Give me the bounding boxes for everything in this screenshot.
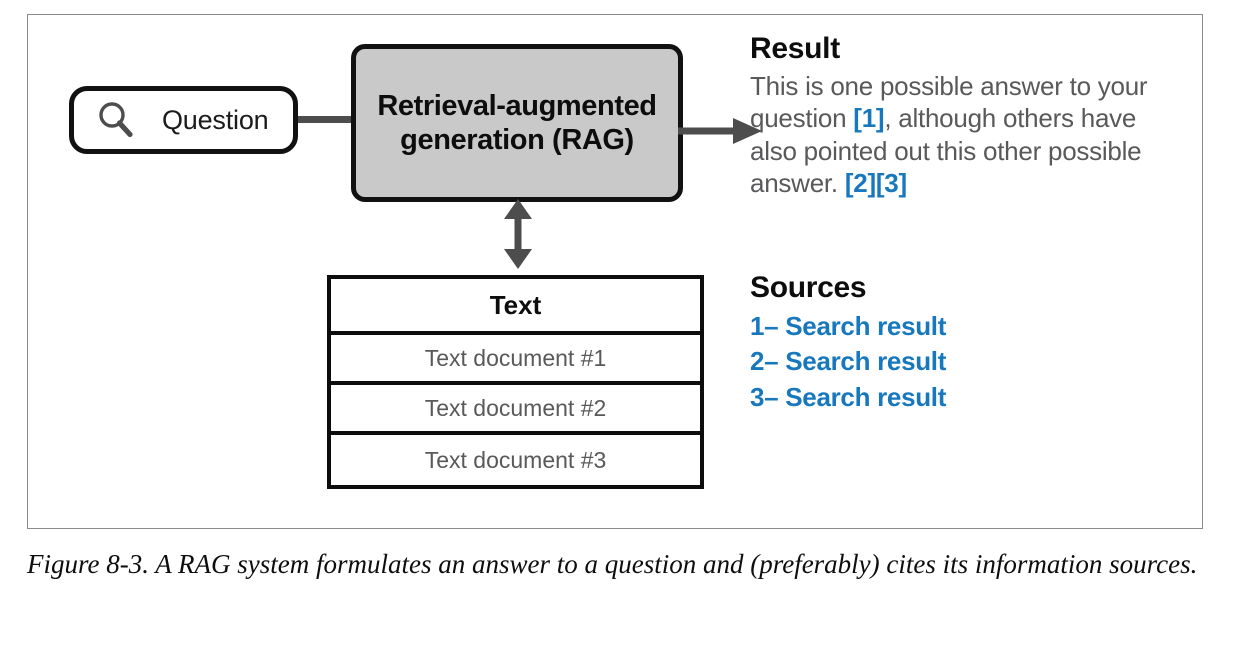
sources-list: 1– Search result 2– Search result 3– Sea… [750,309,1180,417]
table-row: Text document #2 [331,385,700,435]
result-answer-text: This is one possible answer to your ques… [750,70,1170,200]
source-item-3[interactable]: 3– Search result [750,382,947,413]
figure-frame: Question Retrieval-augmented generation … [27,14,1203,529]
rag-label-line-1: Retrieval-augmented [377,89,657,122]
documents-table: Text Text document #1 Text document #2 T… [327,275,704,489]
source-item-2[interactable]: 2– Search result [750,346,947,377]
rag-box: Retrieval-augmented generation (RAG) [351,44,683,202]
result-text-part-2: , although others have also pointed out … [750,103,1142,199]
figure-caption: Figure 8-3. A RAG system formulates an a… [27,549,1198,579]
table-row: Text document #3 [424,446,607,473]
result-text-part-1: This is one possible answer to your ques… [750,70,1148,134]
result-panel: Result This is one possible answer to yo… [750,32,1180,200]
source-item-1[interactable]: 1– Search result [750,310,947,341]
rag-label-line-2: generation (RAG) [400,124,634,156]
question-label: Question [162,104,269,135]
arrow-rag-to-table-icon [504,199,532,269]
citation-link-1[interactable]: [1] [853,103,885,134]
table-header-text: Text [331,279,700,335]
citation-link-2[interactable]: [2] [844,168,876,199]
sources-heading: Sources [750,271,867,304]
result-heading: Result [750,32,840,65]
connector-question-to-rag [298,116,354,123]
sources-panel: Sources 1– Search result 2– Search resul… [750,271,1180,416]
rag-box-label: Retrieval-augmented generation (RAG) [377,89,657,157]
citation-link-3[interactable]: [3] [875,168,907,199]
table-row: Text document #1 [331,335,700,385]
question-box[interactable]: Question [69,86,298,154]
arrow-rag-to-result-icon [678,118,762,144]
search-icon [99,102,133,138]
